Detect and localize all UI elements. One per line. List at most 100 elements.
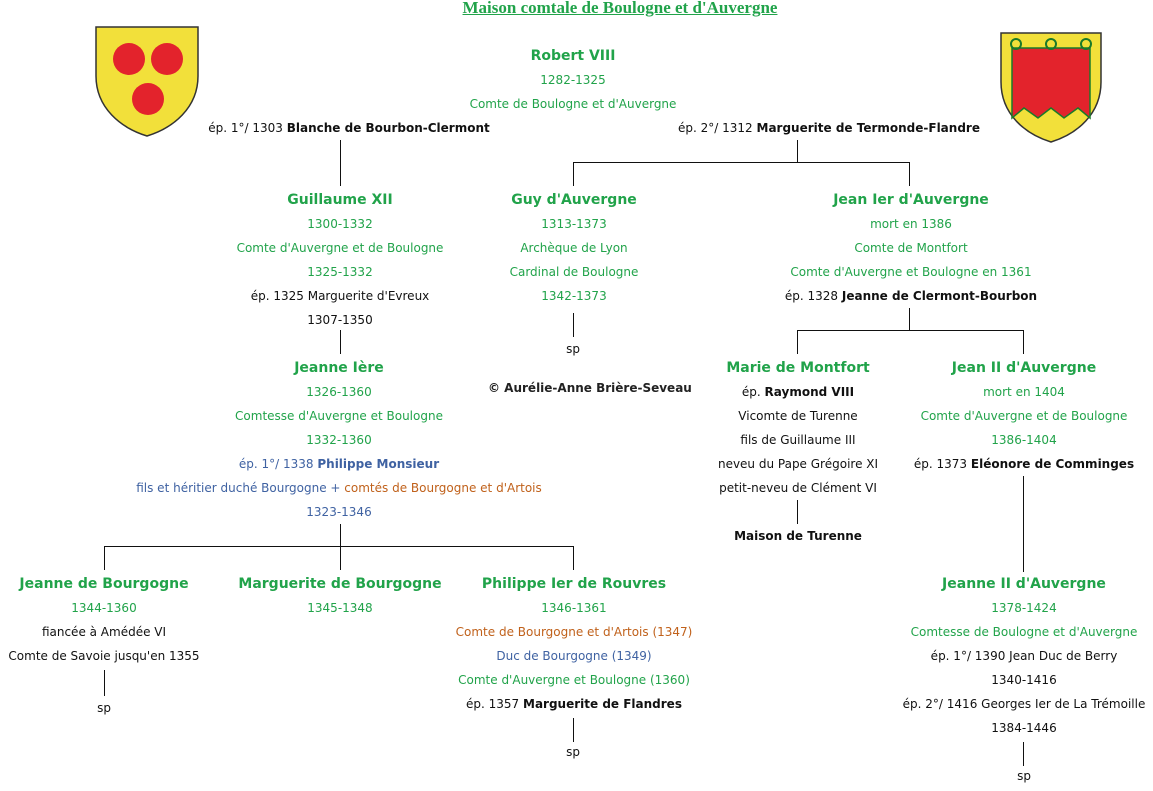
issue-sp: sp <box>566 740 580 764</box>
line-guy-sp <box>573 313 574 337</box>
page-title: Maison comtale de Boulogne et d'Auvergne <box>462 0 778 17</box>
sp-label: sp <box>1017 769 1031 783</box>
line-jeanne1-down <box>340 524 341 546</box>
person-title: Duc de Bourgogne (1349) <box>496 649 652 663</box>
line-jean1-down <box>909 308 910 330</box>
line-jean1-bar <box>797 330 1024 331</box>
line-m2-bar <box>573 162 910 163</box>
person-jean-ii: Jean II d'Auvergne mort en 1404 Comte d'… <box>914 356 1134 476</box>
spouse-comtes: comtés de Bourgogne et d'Artois <box>344 481 542 495</box>
person-dates: mort en 1404 <box>983 385 1065 399</box>
line-jean2-jeanne2 <box>1023 476 1024 572</box>
line-m1-guillaume <box>340 140 341 186</box>
marriage-prefix: ép. 1373 <box>913 457 971 471</box>
person-name: Guy d'Auvergne <box>511 192 637 208</box>
person-name: Marie de Montfort <box>726 360 870 376</box>
line-to-margb <box>340 546 341 570</box>
person-name: Jeanne de Bourgogne <box>19 576 189 592</box>
issue-sp: sp <box>1017 764 1031 788</box>
line-to-jean2 <box>1023 330 1024 354</box>
line-m2-down <box>797 140 798 162</box>
three-red-roundels-shield-icon <box>95 26 199 137</box>
marriage-first: ép. 1°/ 1303 Blanche de Bourbon-Clermont <box>208 116 489 140</box>
person-dates: mort en 1386 <box>870 217 952 231</box>
spouse-dates: 1384-1446 <box>991 721 1057 735</box>
person-jeanne-de-bourgogne: Jeanne de Bourgogne 1344-1360 fiancée à … <box>8 572 199 668</box>
person-jeanne-iere: Jeanne Ière 1326-1360 Comtesse d'Auvergn… <box>136 356 542 524</box>
house-turenne: Maison de Turenne <box>734 524 862 548</box>
person-name: Jeanne Ière <box>294 360 384 376</box>
person-marriage: ép. 1°/ 1390 Jean Duc de Berry <box>930 649 1118 663</box>
issue-sp: sp <box>97 696 111 720</box>
person-note: Comte de Savoie jusqu'en 1355 <box>8 649 200 663</box>
person-title: Comtesse d'Auvergne et Boulogne <box>235 409 443 423</box>
person-title: Comtesse de Boulogne et d'Auvergne <box>910 625 1138 639</box>
line-to-jean1 <box>909 162 910 186</box>
spouse-name: Marguerite de Termonde-Flandre <box>756 121 980 135</box>
line-to-jeanneb <box>104 546 105 570</box>
house-label: Maison de Turenne <box>734 529 862 543</box>
marriage-prefix: ép. 2°/ 1312 <box>678 121 757 135</box>
person-philippe-de-rouvres: Philippe Ier de Rouvres 1346-1361 Comte … <box>456 572 693 716</box>
line-to-marie <box>797 330 798 354</box>
gonfanon-shield-icon <box>1000 32 1102 143</box>
person-name: Robert VIII <box>530 48 616 64</box>
spouse-name: Jeanne de Clermont-Bourbon <box>841 289 1038 303</box>
person-dates: 1346-1361 <box>541 601 607 615</box>
person-guillaume-xii: Guillaume XII 1300-1332 Comte d'Auvergne… <box>237 188 444 332</box>
person-marriage: ép. 2°/ 1416 Georges Ier de La Trémoille <box>902 697 1146 711</box>
person-title: Comte d'Auvergne et de Boulogne <box>920 409 1128 423</box>
person-title: Comte d'Auvergne et Boulogne (1360) <box>458 673 690 687</box>
spouse-name: Eléonore de Comminges <box>970 457 1135 471</box>
line-jeanneb-sp <box>104 670 105 696</box>
person-reign: 1386-1404 <box>991 433 1057 447</box>
person-dates: 1300-1332 <box>307 217 373 231</box>
line-to-guy <box>573 162 574 186</box>
person-reign: 1325-1332 <box>307 265 373 279</box>
person-title: Comte de Boulogne et d'Auvergne <box>469 97 677 111</box>
person-title: Archèque de Lyon <box>520 241 628 255</box>
line-to-philippe <box>573 546 574 570</box>
marriage-prefix: ép. 1328 <box>784 289 842 303</box>
person-dates: 1282-1325 <box>540 73 606 87</box>
sp-label: sp <box>97 701 111 715</box>
spouse-relation: neveu du Pape Grégoire XI <box>717 457 879 471</box>
spouse-dates: 1307-1350 <box>307 313 373 327</box>
person-name: Jean II d'Auvergne <box>951 360 1097 376</box>
line-jeanne2-sp <box>1023 742 1024 766</box>
person-dates: 1342-1373 <box>541 289 607 303</box>
marriage-prefix: ép. 1357 <box>466 697 523 711</box>
line-jeanne1-bar <box>104 546 574 547</box>
person-dates: 1313-1373 <box>541 217 607 231</box>
person-name: Jean Ier d'Auvergne <box>833 192 989 208</box>
spouse-heir: fils et héritier duché Bourgogne + <box>136 481 345 495</box>
spouse-parent: fils de Guillaume III <box>740 433 856 447</box>
person-title: Comte de Bourgogne et d'Artois (1347) <box>455 625 693 639</box>
person-dates: 1345-1348 <box>307 601 373 615</box>
person-guy-dauvergne: Guy d'Auvergne 1313-1373 Archèque de Lyo… <box>510 188 639 308</box>
spouse-name: Marguerite de Flandres <box>523 697 682 711</box>
sp-label: sp <box>566 342 580 356</box>
person-dates: 1344-1360 <box>71 601 137 615</box>
copyright-notice: © Aurélie-Anne Brière-Seveau <box>488 381 692 395</box>
person-title: Cardinal de Boulogne <box>509 265 639 279</box>
line-marie-turenne <box>797 500 798 524</box>
person-marie-de-montfort: Marie de Montfort ép. Raymond VIII Vicom… <box>718 356 878 500</box>
marriage-prefix: ép. 1°/ 1338 <box>238 457 318 471</box>
marriage-second: ép. 2°/ 1312 Marguerite de Termonde-Flan… <box>678 116 980 140</box>
person-title: Comte de Montfort <box>854 241 968 255</box>
spouse-title: Vicomte de Turenne <box>738 409 858 423</box>
spouse-name: Philippe Monsieur <box>317 457 440 471</box>
sp-label: sp <box>566 745 580 759</box>
person-title: Comte d'Auvergne et de Boulogne <box>236 241 444 255</box>
person-marriage: ép. 1325 Marguerite d'Evreux <box>250 289 430 303</box>
person-name: Philippe Ier de Rouvres <box>481 576 667 592</box>
person-name: Jeanne II d'Auvergne <box>942 576 1106 592</box>
person-robert-viii: Robert VIII 1282-1325 Comte de Boulogne … <box>470 44 677 116</box>
spouse-name: Blanche de Bourbon-Clermont <box>286 121 490 135</box>
line-philippe-sp <box>573 718 574 742</box>
person-dates: 1378-1424 <box>991 601 1057 615</box>
spouse-dates: 1340-1416 <box>991 673 1057 687</box>
person-reign: 1332-1360 <box>306 433 372 447</box>
spouse-name: Raymond VIII <box>764 385 855 399</box>
